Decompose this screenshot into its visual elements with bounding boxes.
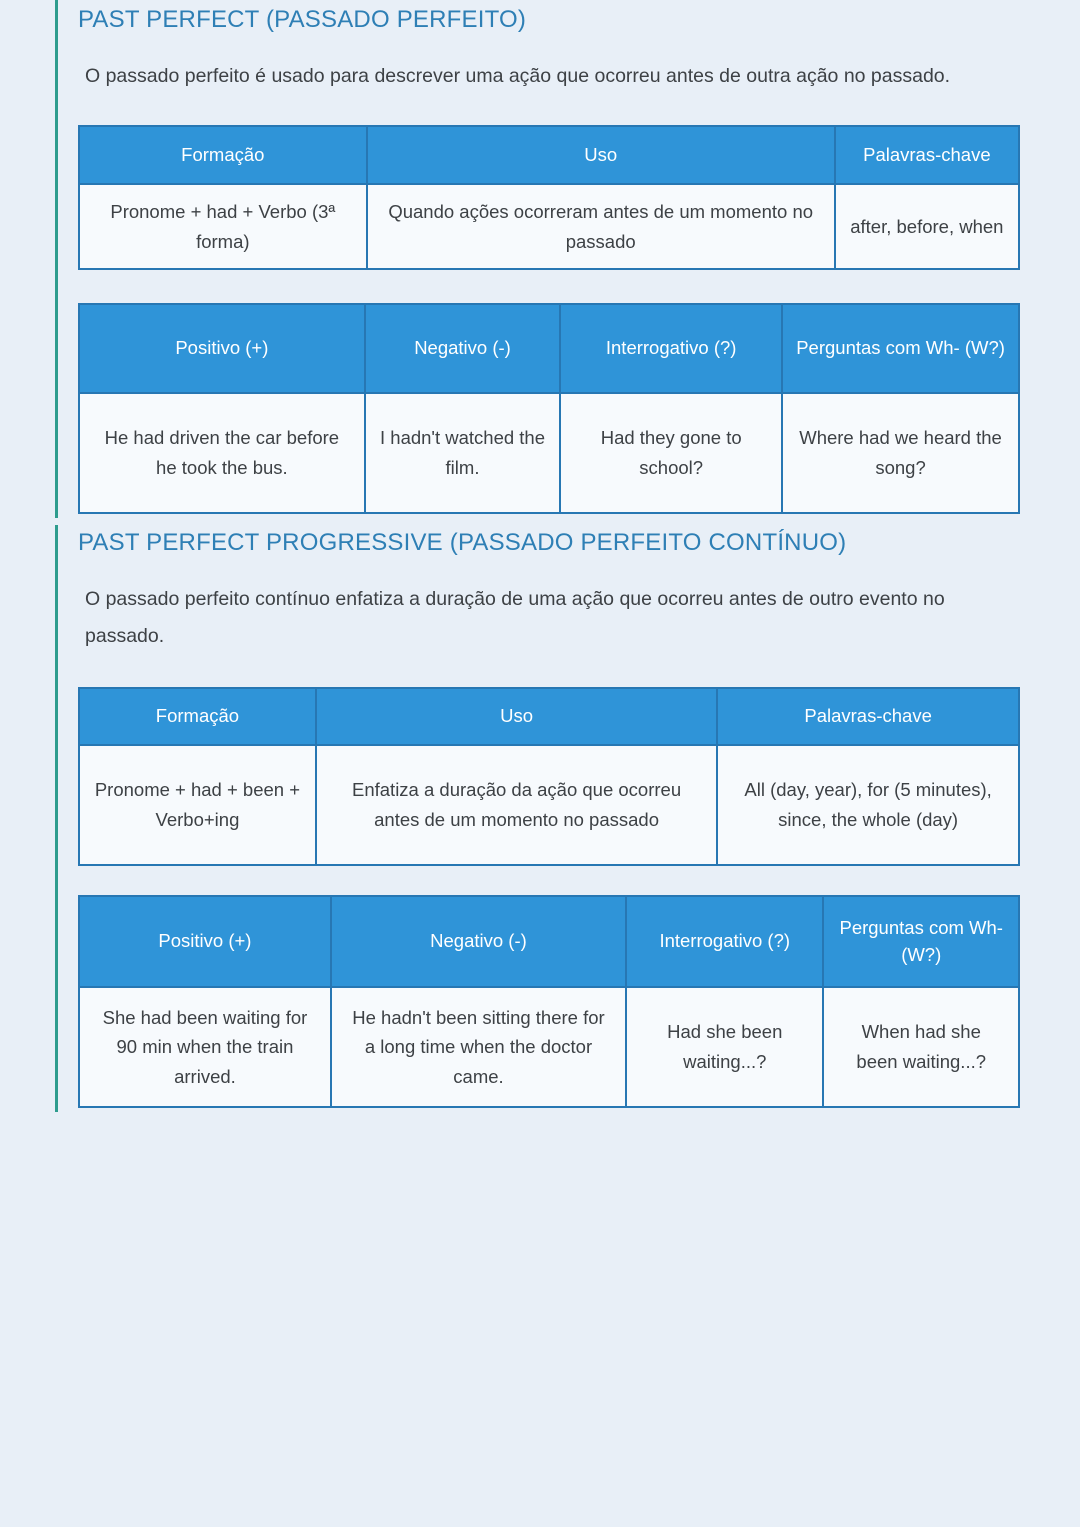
table-cell: after, before, when bbox=[833, 183, 1021, 270]
table-header-row: Positivo (+) Negativo (-) Interrogativo … bbox=[78, 303, 1020, 394]
table-cell: He hadn't been sitting there for a long … bbox=[329, 986, 628, 1108]
table-header-cell: Interrogativo (?) bbox=[625, 895, 825, 988]
table-header-cell: Palavras-chave bbox=[716, 687, 1020, 746]
table-header-cell: Perguntas com Wh- (W?) bbox=[822, 895, 1020, 988]
examples-table-past-perfect-progressive: Positivo (+) Negativo (-) Interrogativo … bbox=[78, 895, 1020, 1108]
table-row: She had been waiting for 90 min when the… bbox=[78, 986, 1020, 1108]
examples-table-past-perfect: Positivo (+) Negativo (-) Interrogativo … bbox=[78, 303, 1020, 514]
table-header-cell: Uso bbox=[314, 687, 719, 746]
table-row: Pronome + had + been + Verbo+ing Enfatiz… bbox=[78, 744, 1020, 866]
section-past-perfect-progressive: PAST PERFECT PROGRESSIVE (PASSADO PERFEI… bbox=[55, 525, 1020, 1112]
table-header-row: Positivo (+) Negativo (-) Interrogativo … bbox=[78, 895, 1020, 988]
table-header-cell: Palavras-chave bbox=[833, 125, 1021, 185]
page: PAST PERFECT (PASSADO PERFEITO) O passad… bbox=[55, 0, 1021, 1112]
table-cell: When had she been waiting...? bbox=[822, 986, 1020, 1108]
table-header-row: Formação Uso Palavras-chave bbox=[78, 125, 1021, 185]
section-description: O passado perfeito é usado para descreve… bbox=[85, 65, 951, 87]
table-cell: He had driven the car before he took the… bbox=[78, 392, 366, 514]
table-cell: Pronome + had + Verbo (3ª forma) bbox=[78, 183, 368, 270]
section-past-perfect: PAST PERFECT (PASSADO PERFEITO) O passad… bbox=[55, 0, 1021, 518]
table-header-cell: Uso bbox=[365, 125, 836, 185]
table-header-cell: Formação bbox=[78, 687, 317, 746]
table-header-cell: Positivo (+) bbox=[78, 303, 366, 394]
table-header-cell: Perguntas com Wh- (W?) bbox=[781, 303, 1020, 394]
table-cell: Pronome + had + been + Verbo+ing bbox=[78, 744, 317, 866]
table-header-row: Formação Uso Palavras-chave bbox=[78, 687, 1020, 746]
table-header-cell: Positivo (+) bbox=[78, 895, 332, 988]
table-row: Pronome + had + Verbo (3ª forma) Quando … bbox=[78, 183, 1021, 270]
table-cell: Enfatiza a duração da ação que ocorreu a… bbox=[314, 744, 719, 866]
formation-table-past-perfect-progressive: Formação Uso Palavras-chave Pronome + ha… bbox=[78, 687, 1020, 866]
table-cell: She had been waiting for 90 min when the… bbox=[78, 986, 332, 1108]
table-header-cell: Formação bbox=[78, 125, 368, 185]
section-heading: PAST PERFECT (PASSADO PERFEITO) bbox=[78, 6, 527, 33]
table-cell: Had she been waiting...? bbox=[625, 986, 825, 1108]
table-header-cell: Interrogativo (?) bbox=[559, 303, 784, 394]
table-header-cell: Negativo (-) bbox=[329, 895, 628, 988]
section-heading: PAST PERFECT PROGRESSIVE (PASSADO PERFEI… bbox=[78, 529, 847, 556]
table-header-cell: Negativo (-) bbox=[363, 303, 562, 394]
table-cell: I hadn't watched the film. bbox=[363, 392, 562, 514]
table-cell: All (day, year), for (5 minutes), since,… bbox=[716, 744, 1020, 866]
table-row: He had driven the car before he took the… bbox=[78, 392, 1020, 514]
formation-table-past-perfect: Formação Uso Palavras-chave Pronome + ha… bbox=[78, 125, 1021, 270]
table-cell: Quando ações ocorreram antes de um momen… bbox=[365, 183, 836, 270]
table-cell: Where had we heard the song? bbox=[781, 392, 1020, 514]
section-description: O passado perfeito contínuo enfatiza a d… bbox=[85, 588, 945, 647]
table-cell: Had they gone to school? bbox=[559, 392, 784, 514]
